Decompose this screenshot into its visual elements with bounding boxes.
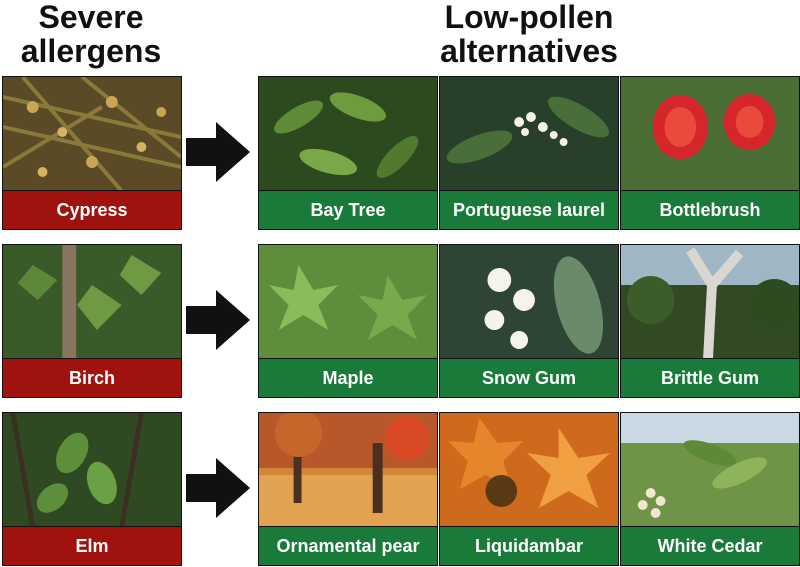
alternative-caption: Ornamental pear [259, 526, 437, 565]
severe-caption: Elm [3, 526, 181, 565]
maple-photo [259, 245, 437, 359]
alternative-caption: White Cedar [621, 526, 799, 565]
alternative-tile-maple: Maple [258, 244, 438, 398]
right-arrow-icon [186, 122, 250, 182]
cypress-photo [3, 77, 181, 191]
white-cedar-photo [621, 413, 799, 527]
alternative-caption: Bottlebrush [621, 190, 799, 229]
alternative-caption: Brittle Gum [621, 358, 799, 397]
alternative-tile-liquidambar: Liquidambar [439, 412, 619, 566]
snow-gum-photo [440, 245, 618, 359]
birch-photo [3, 245, 181, 359]
severe-tile-elm: Elm [2, 412, 182, 566]
right-arrow-icon [186, 458, 250, 518]
portuguese-laurel-photo [440, 77, 618, 191]
alternative-tile-portuguese-laurel: Portuguese laurel [439, 76, 619, 230]
alternative-tile-white-cedar: White Cedar [620, 412, 800, 566]
liquidambar-photo [440, 413, 618, 527]
low-pollen-alternatives-heading: Low-pollen alternatives [440, 0, 618, 69]
bay-tree-photo [259, 77, 437, 191]
alternative-caption: Maple [259, 358, 437, 397]
severe-caption: Birch [3, 358, 181, 397]
alternative-caption: Snow Gum [440, 358, 618, 397]
alternative-tile-brittle-gum: Brittle Gum [620, 244, 800, 398]
alternative-caption: Bay Tree [259, 190, 437, 229]
severe-tile-birch: Birch [2, 244, 182, 398]
alternative-tile-bottlebrush: Bottlebrush [620, 76, 800, 230]
bottlebrush-photo [621, 77, 799, 191]
alternative-caption: Portuguese laurel [440, 190, 618, 229]
severe-caption: Cypress [3, 190, 181, 229]
alternative-tile-snow-gum: Snow Gum [439, 244, 619, 398]
elm-photo [3, 413, 181, 527]
severe-tile-cypress: Cypress [2, 76, 182, 230]
severe-allergens-heading: Severe allergens [20, 0, 162, 69]
ornamental-pear-photo [259, 413, 437, 527]
right-arrow-icon [186, 290, 250, 350]
alternative-tile-bay-tree: Bay Tree [258, 76, 438, 230]
brittle-gum-photo [621, 245, 799, 359]
alternative-caption: Liquidambar [440, 526, 618, 565]
alternative-tile-ornamental-pear: Ornamental pear [258, 412, 438, 566]
